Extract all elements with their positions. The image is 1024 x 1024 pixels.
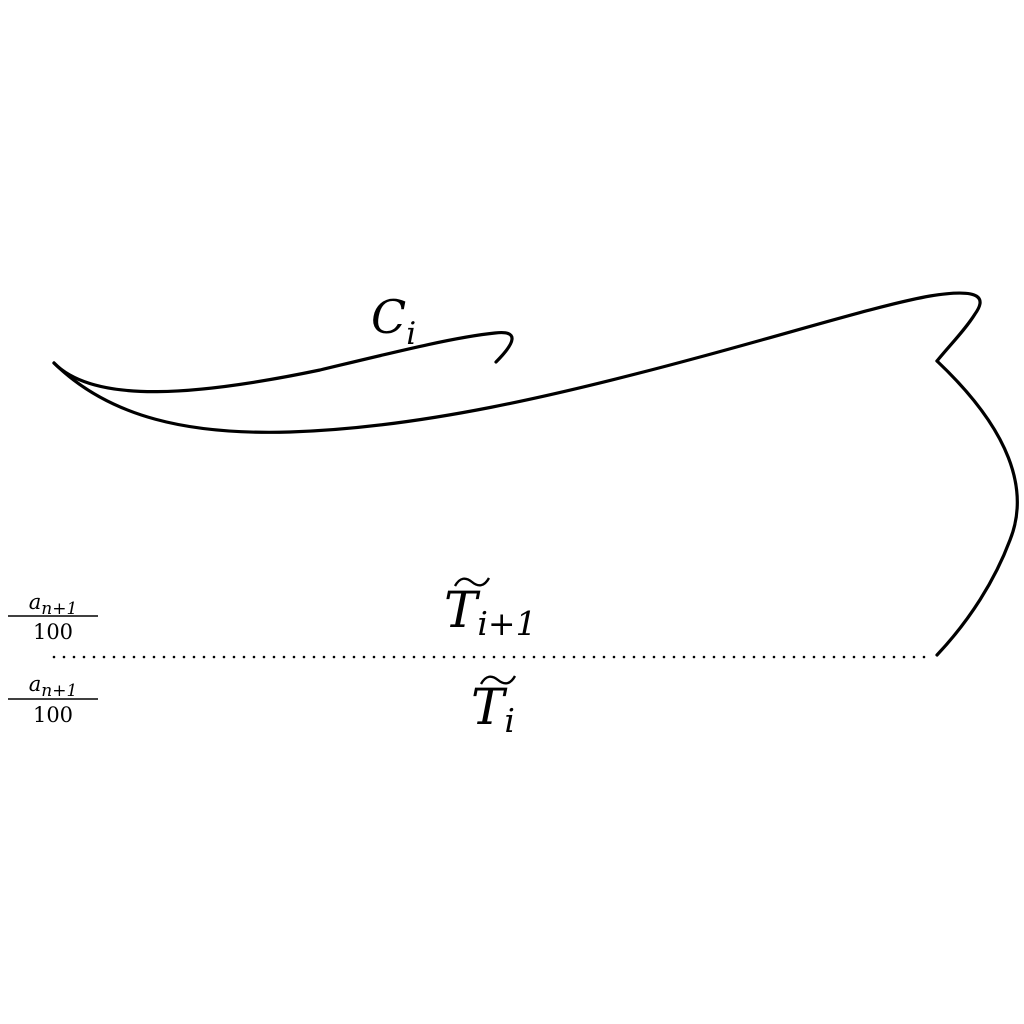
curve-right-descent [935,359,1019,657]
level-label-lower: an+1 100 [8,672,98,727]
svg-text:Ti+1: Ti+1 [444,581,537,643]
curve-outer-arc [52,291,982,434]
svg-text:an+1: an+1 [29,590,78,619]
label-t-i-plus-1: Ti+1 [444,577,537,643]
tilde-accent-upper [453,577,491,587]
curve-c-i-inner-hook [52,330,514,394]
svg-text:Ti: Ti [471,678,515,740]
level-label-upper: an+1 100 [8,590,98,644]
svg-text:100: 100 [33,620,73,644]
label-t-i: Ti [471,675,517,740]
tilde-accent-lower [479,675,517,685]
svg-text:100: 100 [33,703,73,727]
label-c-i: Ci [371,290,416,352]
svg-text:an+1: an+1 [29,672,78,701]
